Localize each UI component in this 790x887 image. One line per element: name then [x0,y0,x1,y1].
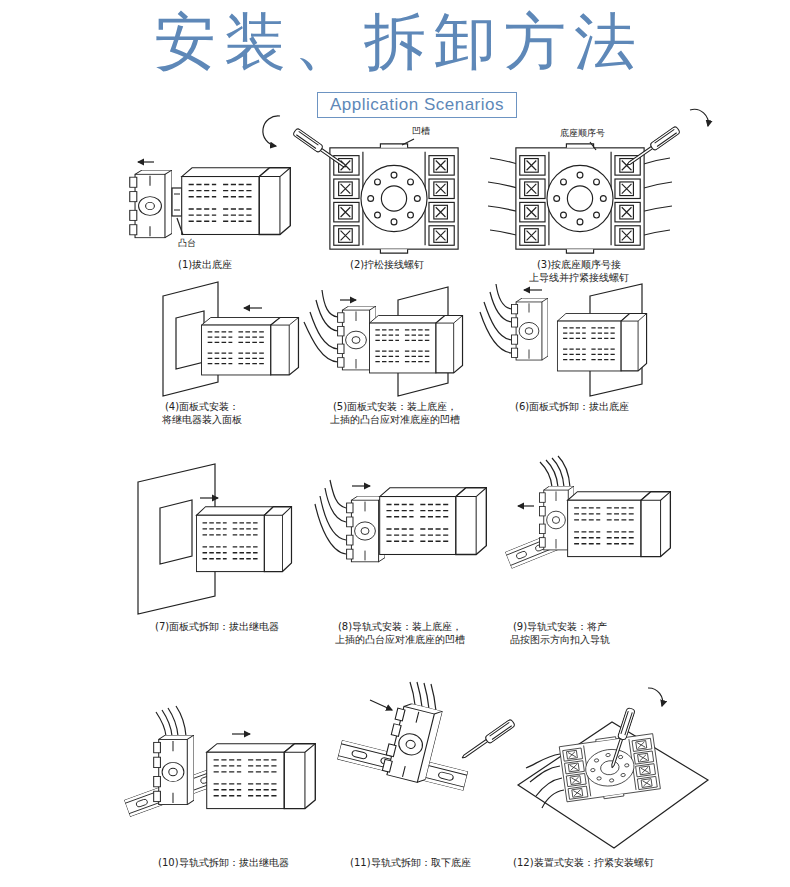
fig-1 [130,162,291,238]
drawing-part [640,158,672,236]
fig-8 [315,480,486,562]
drawing-part [156,706,186,736]
drawing-part [263,116,280,146]
drawing-part [590,142,596,150]
step-caption: (3)按底座顺序号接 上导线并拧紧接线螺钉 [520,258,638,284]
drawing-part [232,733,250,734]
drawing-part [402,139,414,145]
drawing-part [370,700,392,710]
drawing-part [625,126,681,169]
drawing-part [207,744,316,809]
page-title: 安装、拆卸方法 [0,4,790,80]
step-caption: (4)面板式安装： 将继电器装入面板 [150,400,254,426]
drawing-part [608,707,635,769]
drawing-part [512,298,548,360]
drawing-part [518,722,708,848]
drawing-part [559,732,661,804]
drawing-part [130,170,172,238]
fig-11 [337,682,515,791]
fig-2 [263,116,458,253]
subtitle-text: Application Scenarios [330,94,504,116]
drawing-part [516,144,644,253]
drawing-part [648,688,663,706]
drawing-part [315,480,346,554]
drawing-part [202,318,299,375]
fig-10 [124,706,315,817]
drawing-part [340,299,356,300]
fig-9 [505,456,670,569]
drawing-part [160,500,192,564]
drawing-part [292,128,348,171]
drawing-part [380,488,487,555]
fig-4 [163,282,298,396]
drawing-part [526,754,564,808]
drawing-part [352,485,370,486]
drawing-part [176,311,204,369]
drawing-part [488,158,520,236]
fig-12 [518,688,708,848]
drawing-part [382,700,443,784]
drawing-part [244,307,262,308]
step-caption: (7)面板式拆卸：拔出继电器 [155,620,279,633]
drawing-part [174,194,180,210]
drawing-part [524,289,542,290]
drawing-part [382,700,443,784]
step-caption: (9)导轨式安装：将产 品按图示方向扣入导轨 [505,620,615,646]
drawing-part [304,290,338,362]
step-caption: (1)拔出底座 [178,258,232,271]
drawing-part [690,109,708,126]
step-caption: (12)装置式安装：拧紧安装螺钉 [513,856,654,869]
step-caption: (8)导轨式安装：装上底座， 上插的凸台应对准底座的凹槽 [330,620,470,646]
drawing-part [177,218,183,235]
drawing-part [460,719,516,762]
drawing-part [182,168,291,235]
callout-label: 凸台 [178,238,196,250]
drawing-part [138,161,154,162]
step-caption: (2)拧松接线螺钉 [350,258,424,271]
callout-label: 凹槽 [412,126,430,138]
fig-7 [138,464,291,614]
drawing-part [154,735,194,805]
drawing-part [480,284,512,353]
drawing-part [200,497,218,498]
figures [124,109,708,848]
drawing-part [330,144,458,253]
callout-label: 底座顺序号 [560,128,605,140]
fig-3 [488,109,708,253]
drawing-part [172,188,182,216]
subtitle-box: Application Scenarios [317,92,517,118]
step-caption: (10)导轨式拆卸：拔出继电器 [158,856,289,869]
step-caption: (11)导轨式拆卸：取下底座 [350,856,471,869]
step-caption: (6)面板式拆卸：拔出底座 [515,400,629,413]
drawing-part [369,316,462,373]
drawing-part [568,492,671,557]
fig-6 [480,284,647,396]
drawing-part [197,507,292,572]
drawing-part [557,314,646,371]
fig-5 [304,287,463,396]
step-caption: (5)面板式安装：装上底座， 上插的凸台应对准底座的凹槽 [325,400,465,426]
drawing-part [518,505,534,506]
drawing-part [559,732,661,804]
drawing-part [540,456,570,487]
